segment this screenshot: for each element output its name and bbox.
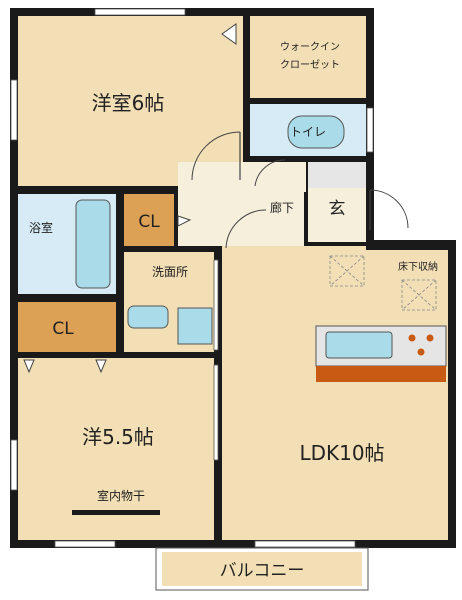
kitchen-sink <box>325 331 393 359</box>
window-left-lower <box>10 439 18 491</box>
label-balcony: バルコニー <box>220 561 305 581</box>
room-western-5-5 <box>18 358 214 540</box>
label-western-6: 洋室6帖 <box>92 91 165 115</box>
window-top-left <box>94 8 186 16</box>
room-closet-upper <box>124 194 174 246</box>
balcony-floor <box>162 552 362 586</box>
partition-ldk-lower <box>213 364 219 461</box>
door-toilet[interactable] <box>254 159 286 187</box>
room-entrance <box>308 188 366 242</box>
door-western-6[interactable] <box>191 131 241 181</box>
label-toilet: トイレ <box>290 125 326 139</box>
label-western-5-5: 洋5.5帖 <box>82 425 154 449</box>
stove-burner-2 <box>426 334 434 342</box>
label-washroom: 洗面所 <box>152 265 188 279</box>
label-wic-2: クローゼット <box>280 59 340 71</box>
label-underfloor: 床下収納 <box>398 260 438 273</box>
window-bottom-left <box>54 540 116 548</box>
stove-burner-1 <box>408 334 416 342</box>
room-entrance-step <box>308 162 366 188</box>
partition-ldk-left <box>213 259 219 351</box>
door-closet-upper-marker <box>177 215 192 227</box>
label-corridor: 廊下 <box>270 200 294 215</box>
underfloor-storage-mark-1 <box>329 255 365 287</box>
label-ldk: LDK10帖 <box>299 441 384 465</box>
door-wic-marker <box>221 23 237 45</box>
door-closet-lower-right-marker <box>95 359 107 374</box>
door-closet-lower-left-marker <box>23 359 35 374</box>
kitchen-cabinet <box>316 366 446 382</box>
toilet-fixture <box>287 115 345 149</box>
door-ldk[interactable] <box>225 209 267 249</box>
stove-burner-3 <box>417 348 425 356</box>
window-left-upper <box>10 79 18 141</box>
bathtub <box>75 199 111 289</box>
label-closet-upper: CL <box>138 212 160 232</box>
label-wic-1: ウォークイン <box>280 41 340 53</box>
label-entrance: 玄 <box>329 199 346 219</box>
sink <box>127 305 169 329</box>
room-ldk-upper <box>222 246 366 254</box>
label-closet-lower: CL <box>52 319 74 339</box>
drying-pole <box>72 510 160 515</box>
underfloor-storage-diag-2b <box>401 279 437 311</box>
underfloor-storage-diag-1b <box>329 255 365 287</box>
underfloor-storage-mark-2 <box>401 279 437 311</box>
room-corridor-upper <box>250 162 306 192</box>
room-closet-lower <box>18 302 116 352</box>
room-ldk <box>222 250 448 540</box>
window-bottom-ldk <box>254 540 356 548</box>
label-bath: 浴室 <box>29 220 53 235</box>
room-western-6 <box>18 16 243 186</box>
washing-machine <box>177 307 213 345</box>
label-indoor-drying: 室内物干 <box>97 488 145 503</box>
room-walk-in-closet <box>250 16 366 98</box>
window-right-toilet <box>366 107 374 153</box>
door-entrance[interactable] <box>369 189 409 229</box>
